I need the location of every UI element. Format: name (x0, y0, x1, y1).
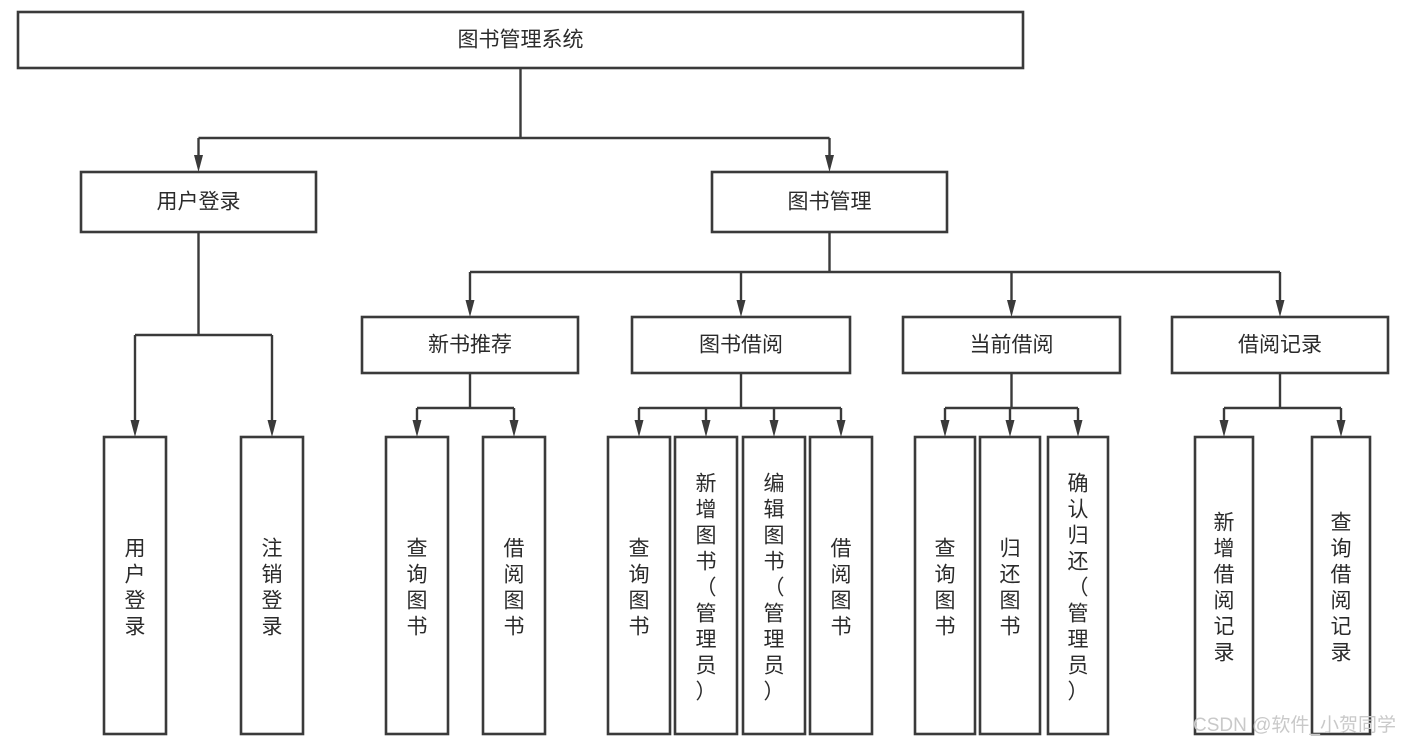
node-book_borrow-leaf-0[interactable]: 查询图书 (606, 435, 672, 736)
arrow-head-icon (634, 420, 644, 437)
arrow-head-icon (1005, 420, 1015, 437)
node-book_borrow-leaf-0-label: 查询图书 (629, 538, 650, 639)
connector-layer (130, 68, 1346, 437)
node-root-label: 图书管理系统 (458, 29, 584, 52)
node-borrow_record-leaf-1-label: 查询借阅记录 (1331, 512, 1352, 665)
node-borrow_record-leaf-0[interactable]: 新增借阅记录 (1193, 435, 1255, 736)
node-book_borrow-leaf-2-label: 编辑图书（管理员） (764, 473, 785, 704)
node-new_book_recommend-leaf-1-label: 借阅图书 (504, 538, 525, 639)
node-book_borrow-leaf-3[interactable]: 借阅图书 (808, 435, 874, 736)
arrow-head-icon (836, 420, 846, 437)
arrow-head-icon (736, 300, 746, 317)
node-layer: 图书管理系统用户登录图书管理新书推荐图书借阅当前借阅借阅记录用户登录注销登录查询… (16, 10, 1390, 736)
arrow-head-icon (509, 420, 519, 437)
node-root[interactable]: 图书管理系统 (16, 10, 1025, 70)
node-book_borrow-leaf-1-label: 新增图书（管理员） (696, 473, 717, 704)
node-user_login-leaf-1[interactable]: 注销登录 (239, 435, 305, 736)
node-user_login-leaf-0-label: 用户登录 (125, 538, 146, 639)
arrow-head-icon (267, 420, 277, 437)
node-book_borrow-leaf-2[interactable]: 编辑图书（管理员） (741, 435, 807, 736)
node-user_login-leaf-1-label: 注销登录 (262, 538, 283, 639)
arrow-head-icon (130, 420, 140, 437)
node-current_borrow[interactable]: 当前借阅 (901, 315, 1122, 375)
node-new_book_recommend[interactable]: 新书推荐 (360, 315, 580, 375)
csdn-watermark: CSDN @软件_小贺同学 (1193, 714, 1396, 736)
node-book_borrow[interactable]: 图书借阅 (630, 315, 852, 375)
arrow-head-icon (194, 155, 203, 172)
arrow-head-icon (701, 420, 711, 437)
node-borrow_record-leaf-0-label: 新增借阅记录 (1214, 512, 1235, 665)
node-borrow_record-leaf-1[interactable]: 查询借阅记录 (1310, 435, 1372, 736)
node-current_borrow-leaf-2[interactable]: 确认归还（管理员） (1046, 435, 1110, 736)
node-book_borrow-leaf-1[interactable]: 新增图书（管理员） (673, 435, 739, 736)
node-book_manage[interactable]: 图书管理 (710, 170, 949, 234)
node-user_login-leaf-0[interactable]: 用户登录 (102, 435, 168, 736)
node-current_borrow-label: 当前借阅 (970, 334, 1054, 357)
node-borrow_record[interactable]: 借阅记录 (1170, 315, 1390, 375)
node-book_manage-label: 图书管理 (788, 191, 872, 214)
arrow-head-icon (1073, 420, 1083, 437)
arrow-head-icon (1275, 300, 1285, 317)
node-book_borrow-leaf-3-label: 借阅图书 (831, 538, 852, 639)
node-current_borrow-leaf-1[interactable]: 归还图书 (978, 435, 1042, 736)
arrow-head-icon (1219, 420, 1229, 437)
node-current_borrow-leaf-1-label: 归还图书 (1000, 538, 1021, 639)
node-new_book_recommend-leaf-0-label: 查询图书 (407, 538, 428, 639)
arrow-head-icon (769, 420, 779, 437)
arrow-head-icon (412, 420, 422, 437)
node-current_borrow-leaf-0[interactable]: 查询图书 (913, 435, 977, 736)
node-borrow_record-label: 借阅记录 (1238, 334, 1322, 357)
node-new_book_recommend-leaf-1[interactable]: 借阅图书 (481, 435, 547, 736)
node-new_book_recommend-label: 新书推荐 (428, 334, 512, 357)
node-user_login-label: 用户登录 (157, 191, 241, 214)
arrow-head-icon (940, 420, 950, 437)
arrow-head-icon (465, 300, 475, 317)
node-new_book_recommend-leaf-0[interactable]: 查询图书 (384, 435, 450, 736)
arrow-head-icon (1336, 420, 1346, 437)
node-current_borrow-leaf-2-label: 确认归还（管理员） (1068, 473, 1089, 704)
node-current_borrow-leaf-0-label: 查询图书 (935, 538, 956, 639)
node-user_login[interactable]: 用户登录 (79, 170, 318, 234)
arrow-head-icon (825, 155, 834, 172)
node-book_borrow-label: 图书借阅 (699, 334, 783, 357)
arrow-head-icon (1007, 300, 1016, 317)
